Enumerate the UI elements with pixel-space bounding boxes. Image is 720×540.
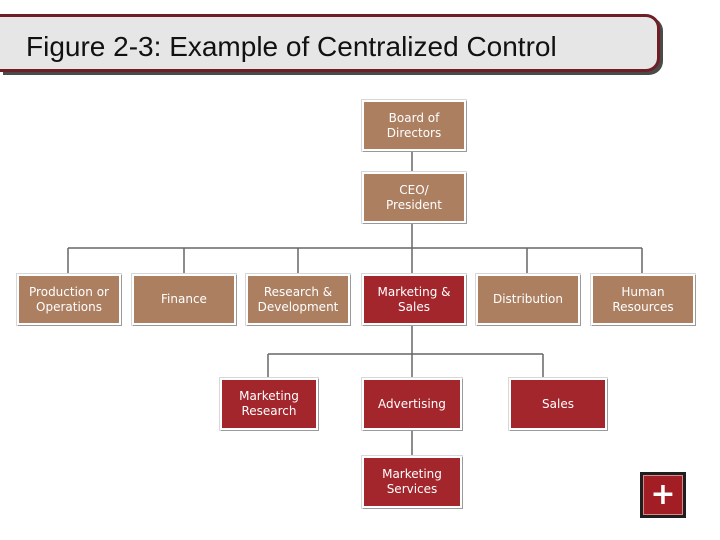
- page-title: Figure 2-3: Example of Centralized Contr…: [26, 31, 557, 63]
- box-marketing-services: Marketing Services: [362, 456, 462, 508]
- box-finance: Finance: [132, 274, 236, 325]
- figure-label: Figure 2-3:: [26, 31, 162, 62]
- plus-icon[interactable]: +: [643, 475, 683, 515]
- title-bar: Figure 2-3: Example of Centralized Contr…: [0, 14, 660, 72]
- box-marketing-sales: Marketing & Sales: [362, 274, 466, 325]
- figure-caption: Example of Centralized Control: [169, 31, 557, 62]
- plus-button[interactable]: +: [640, 472, 686, 518]
- box-distribution: Distribution: [476, 274, 580, 325]
- box-ceo-president: CEO/ President: [362, 172, 466, 223]
- box-board-of-directors: Board of Directors: [362, 100, 466, 151]
- box-advertising: Advertising: [362, 378, 462, 430]
- box-production-operations: Production or Operations: [17, 274, 121, 325]
- box-marketing-research: Marketing Research: [220, 378, 318, 430]
- box-human-resources: Human Resources: [591, 274, 695, 325]
- box-sales: Sales: [509, 378, 607, 430]
- box-research-development: Research & Development: [246, 274, 350, 325]
